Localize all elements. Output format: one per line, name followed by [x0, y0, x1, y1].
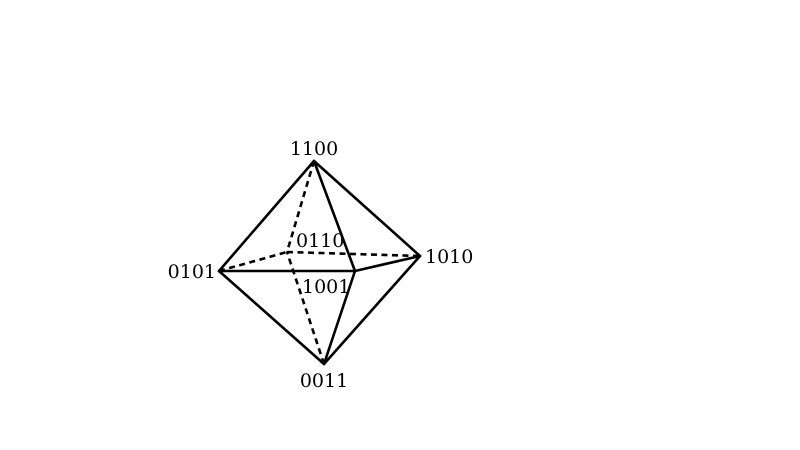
edge-1100-1001 — [312, 159, 357, 273]
edge-1100-0101 — [217, 159, 316, 273]
vertex-label-front: 1001 — [302, 276, 350, 298]
edge-1001-1010 — [353, 254, 422, 273]
edge-1100-1010 — [312, 159, 422, 258]
hidden-edge-0110-1010 — [286, 250, 421, 258]
vertex-label-back: 0110 — [296, 230, 344, 252]
vertex-label-top: 1100 — [290, 138, 338, 160]
vertex-label-left: 0101 — [168, 261, 216, 283]
hidden-edge-0101-0110 — [218, 250, 288, 273]
hidden-edge-1100-0110 — [285, 160, 316, 253]
edge-0011-1001 — [322, 269, 357, 366]
edge-0011-1010 — [322, 254, 422, 366]
labels-group: 1100 0101 1010 0110 1001 0011 — [168, 138, 474, 392]
edges-group — [217, 159, 422, 366]
vertex-label-bottom: 0011 — [300, 370, 348, 392]
vertex-label-right: 1010 — [425, 246, 473, 268]
edge-0011-0101 — [217, 269, 326, 366]
